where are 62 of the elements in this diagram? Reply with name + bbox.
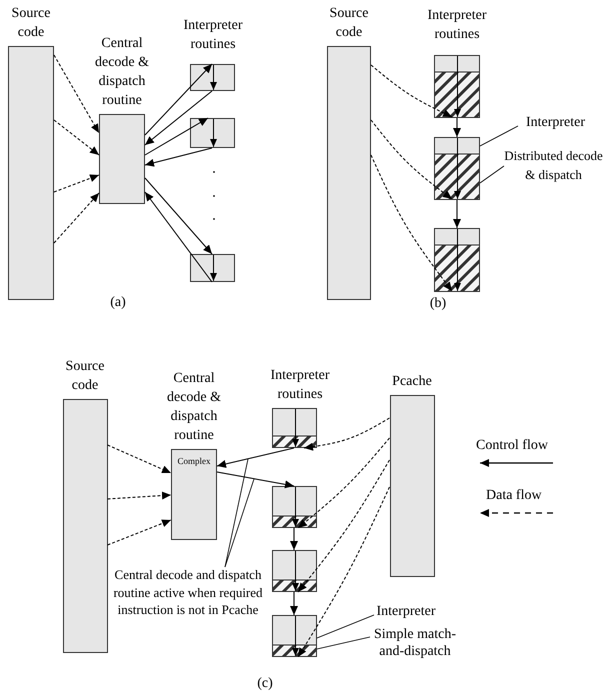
interpreter-routine-box <box>272 550 317 592</box>
arrow <box>144 90 212 146</box>
arrow <box>54 54 100 134</box>
interpreter-routine-box <box>190 118 235 148</box>
callout-text: Interpreter <box>375 603 437 621</box>
arrow <box>107 444 172 474</box>
arrow <box>144 192 212 282</box>
arrow <box>107 520 172 546</box>
interpreter-routine-box <box>272 486 317 528</box>
interpreter-routine-box <box>190 254 235 282</box>
leader-line <box>316 636 370 650</box>
interpreter-routine-box <box>434 228 480 292</box>
callout-text: Central decode and dispatch routine active when required instruction is not in Pcache <box>112 566 264 618</box>
interpreter-routine-box <box>190 64 235 91</box>
inner-label: Complex <box>176 456 212 467</box>
arrow <box>298 486 390 658</box>
arrow <box>144 118 208 156</box>
leader-line <box>224 458 248 568</box>
panel-label: (c) <box>256 675 274 693</box>
callout-text: Distributed decode & dispatch <box>503 147 604 184</box>
leader-line <box>316 614 374 638</box>
arrow <box>370 154 452 292</box>
callout-text: Simple match-and-dispatch <box>372 626 458 660</box>
leader-line <box>480 166 504 184</box>
arrow <box>216 448 294 468</box>
heading-text: Central decode & dispatch routine <box>94 35 150 110</box>
heading-text: Source code <box>64 358 106 395</box>
arrow <box>370 120 452 200</box>
heading-text: Pcache <box>391 373 433 391</box>
arrow <box>54 192 100 244</box>
arrow <box>298 438 390 528</box>
group-heading: Interpreter routines <box>269 367 331 404</box>
arrow <box>370 64 452 118</box>
arrow <box>298 460 390 592</box>
arrow <box>216 472 294 488</box>
arrow <box>107 492 172 500</box>
leader-line <box>480 126 518 146</box>
group-heading: Interpreter routines <box>426 7 488 44</box>
arrow <box>453 200 461 228</box>
arrow <box>290 592 298 616</box>
arrow <box>304 418 390 451</box>
callout-text: Interpreter <box>524 114 586 132</box>
heading-text: Source code <box>328 5 370 42</box>
interpreter-routine-box <box>272 615 317 657</box>
arrow <box>290 528 298 550</box>
interpreter-routine-box <box>272 408 317 448</box>
arrow <box>144 178 212 254</box>
arrow <box>54 120 100 156</box>
panel-label: (a) <box>109 294 127 312</box>
arrow <box>144 64 212 136</box>
legend-text: Data flow <box>486 487 542 505</box>
arrow <box>144 148 212 167</box>
group-heading: Interpreter routines <box>182 17 244 54</box>
arrow <box>453 118 461 138</box>
interpreter-routine-box <box>434 137 480 200</box>
heading-text: Central decode & dispatch routine <box>166 370 222 445</box>
interpreter-routine-box <box>434 55 480 118</box>
panel-label: (b) <box>428 295 448 313</box>
legend-text: Control flow <box>476 437 548 455</box>
leader-line <box>224 478 254 568</box>
arrow <box>54 174 100 192</box>
heading-text: Source code <box>10 5 52 42</box>
